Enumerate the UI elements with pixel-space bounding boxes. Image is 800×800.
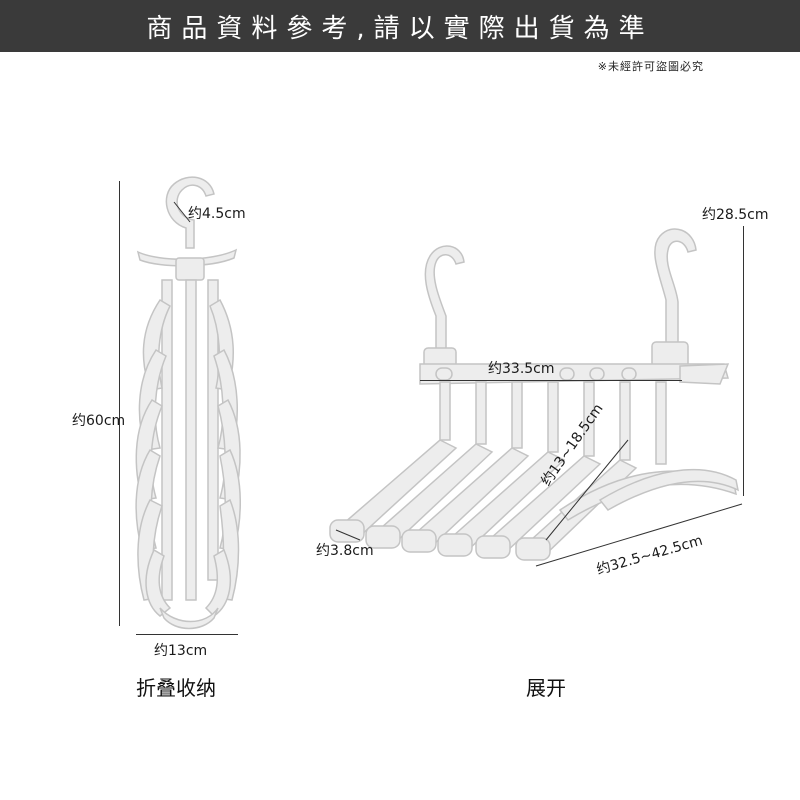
expanded-height-dimension: 约28.5cm — [702, 207, 769, 223]
expanded-rail-line — [420, 380, 682, 381]
folded-hook-icon — [165, 176, 215, 249]
expanded-rail-dimension: 约33.5cm — [488, 361, 555, 377]
copyright-notice: ※未經許可盜圖必究 — [597, 60, 704, 73]
folded-caption: 折叠收纳 — [136, 676, 216, 700]
expanded-caption: 展开 — [526, 676, 566, 700]
right-hook-icon — [654, 228, 697, 347]
left-hook-icon — [424, 245, 465, 353]
folded-width-dimension: 约13cm — [154, 643, 208, 659]
expanded-thickness-dimension: 约3.8cm — [316, 543, 374, 559]
banner-text: 商品資料參考,請以實際出貨為準 — [146, 13, 654, 44]
folded-hook-dimension: 约4.5cm — [188, 206, 246, 222]
header-banner: 商品資料參考,請以實際出貨為準 — [0, 0, 800, 52]
folded-height-line — [119, 181, 120, 626]
folded-width-line — [136, 634, 238, 635]
folded-height-dimension: 约60cm — [72, 413, 126, 429]
expanded-height-line — [743, 226, 744, 496]
